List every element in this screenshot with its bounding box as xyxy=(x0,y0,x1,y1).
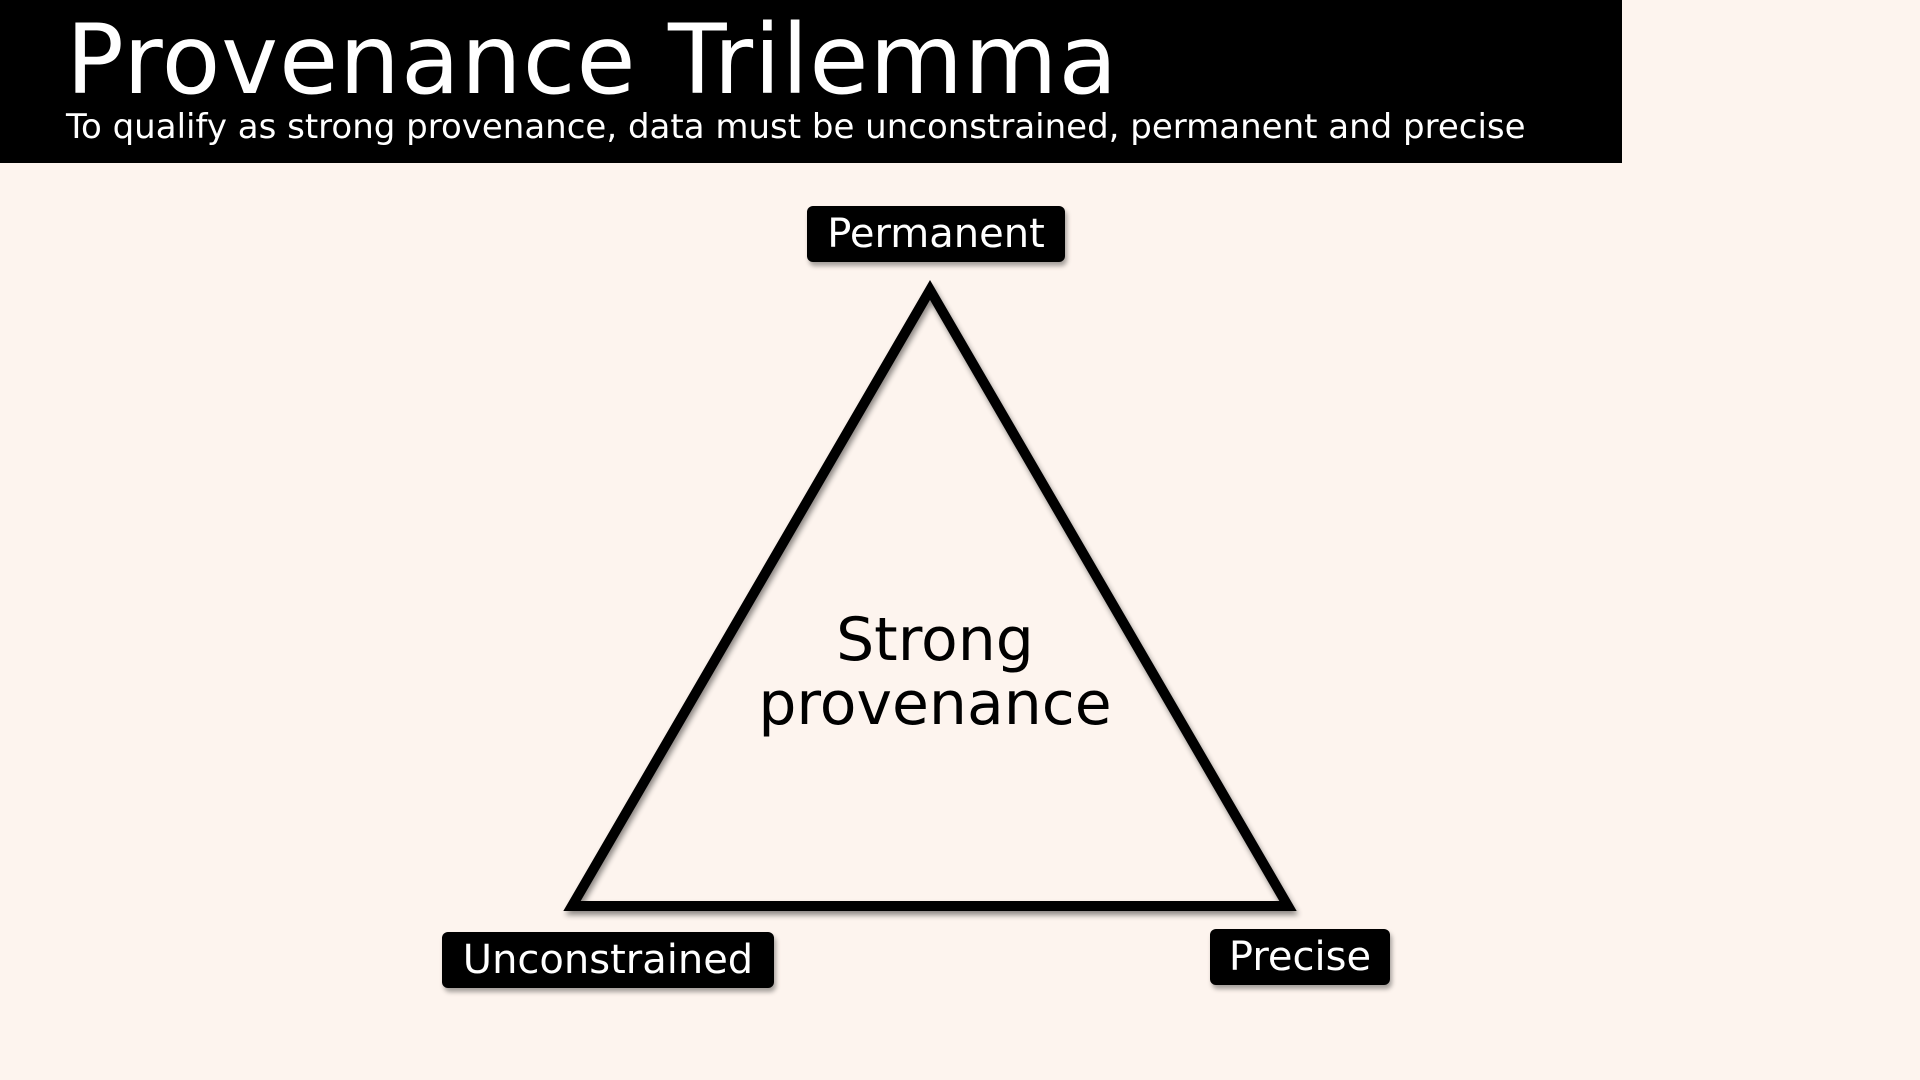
page-title: Provenance Trilemma xyxy=(66,4,1119,116)
vertex-label-permanent: Permanent xyxy=(807,206,1065,262)
trilemma-triangle xyxy=(563,280,1297,911)
vertex-label-precise: Precise xyxy=(1210,929,1390,985)
center-label: Strong provenance xyxy=(735,608,1135,736)
header-bar: Provenance Trilemma To qualify as strong… xyxy=(0,0,1622,163)
vertex-label-unconstrained: Unconstrained xyxy=(442,932,774,988)
page-subtitle: To qualify as strong provenance, data mu… xyxy=(66,107,1526,147)
center-label-line2: provenance xyxy=(758,669,1112,739)
center-label-line1: Strong xyxy=(836,605,1034,675)
